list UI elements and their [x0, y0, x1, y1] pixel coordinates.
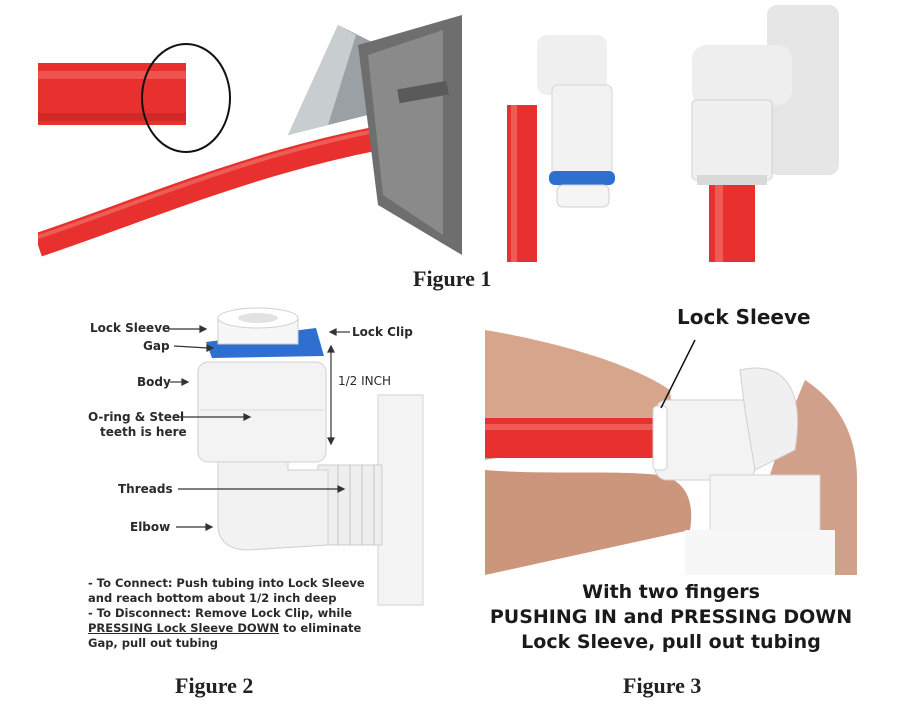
- figure1-photo-cutting: [38, 5, 462, 262]
- fitting-body-left: [551, 84, 613, 186]
- figure1-caption: Figure 1: [413, 266, 492, 291]
- note-disconnect-emphasis: PRESSING Lock Sleeve DOWN: [88, 621, 279, 635]
- fitting-body-right: [691, 99, 773, 181]
- note-disconnect-line1: - To Disconnect: Remove Lock Clip, while: [88, 606, 353, 620]
- figure3-instructions: With two fingers PUSHING IN and PRESSING…: [485, 580, 857, 655]
- elbow-illustration: [217, 459, 329, 551]
- label-oring-line1: O-ring & Steel: [88, 410, 185, 424]
- lock-sleeve-photo: [652, 405, 668, 471]
- note-connect-line1: - To Connect: Push tubing into Lock Slee…: [88, 576, 365, 590]
- note-disconnect-line2: PRESSING Lock Sleeve DOWN to eliminate: [88, 621, 428, 636]
- instructions-note: - To Connect: Push tubing into Lock Slee…: [88, 576, 428, 651]
- figure2-caption: Figure 2: [175, 673, 254, 698]
- note-disconnect-rest: to eliminate: [279, 621, 362, 635]
- label-lock-clip: Lock Clip: [352, 325, 413, 339]
- tube-cutting-illustration: [38, 15, 462, 257]
- elbow-fitting-illustration: [168, 307, 424, 606]
- figure3-label-lock-sleeve: Lock Sleeve: [675, 305, 813, 329]
- hand-pressing-sleeve-illustration: [485, 330, 857, 575]
- label-half-inch: 1/2 INCH: [338, 374, 392, 388]
- figure2-diagram: Lock Sleeve Gap Body O-ring & Steel teet…: [88, 300, 428, 660]
- figure1-photo-fittings: [497, 5, 839, 262]
- fittings-illustration: [507, 5, 839, 262]
- figure3-photo: Lock Sleeve: [485, 300, 857, 575]
- finger-illustration: [485, 470, 692, 575]
- label-threads: Threads: [118, 482, 173, 496]
- instruction-line3: Lock Sleeve, pull out tubing: [521, 631, 821, 653]
- body-illustration: [197, 361, 327, 463]
- label-elbow: Elbow: [130, 520, 171, 534]
- fitting-body: [654, 399, 756, 481]
- lock-sleeve-pointer: [660, 339, 696, 409]
- lock-clip-left: [549, 171, 615, 185]
- instruction-line2: PUSHING IN and PRESSING DOWN: [489, 606, 853, 628]
- wall-plate: [377, 394, 424, 606]
- label-lock-sleeve: Lock Sleeve: [90, 321, 171, 335]
- note-connect-line2: and reach bottom about 1/2 inch deep: [88, 591, 337, 605]
- figure3-caption: Figure 3: [623, 673, 702, 698]
- note-disconnect-line3: Gap, pull out tubing: [88, 636, 218, 650]
- label-body: Body: [137, 375, 171, 389]
- instruction-line1: With two fingers: [582, 581, 760, 603]
- label-oring-line2: teeth is here: [100, 425, 187, 439]
- label-gap: Gap: [143, 339, 170, 353]
- cut-end-highlight-circle: [141, 43, 231, 153]
